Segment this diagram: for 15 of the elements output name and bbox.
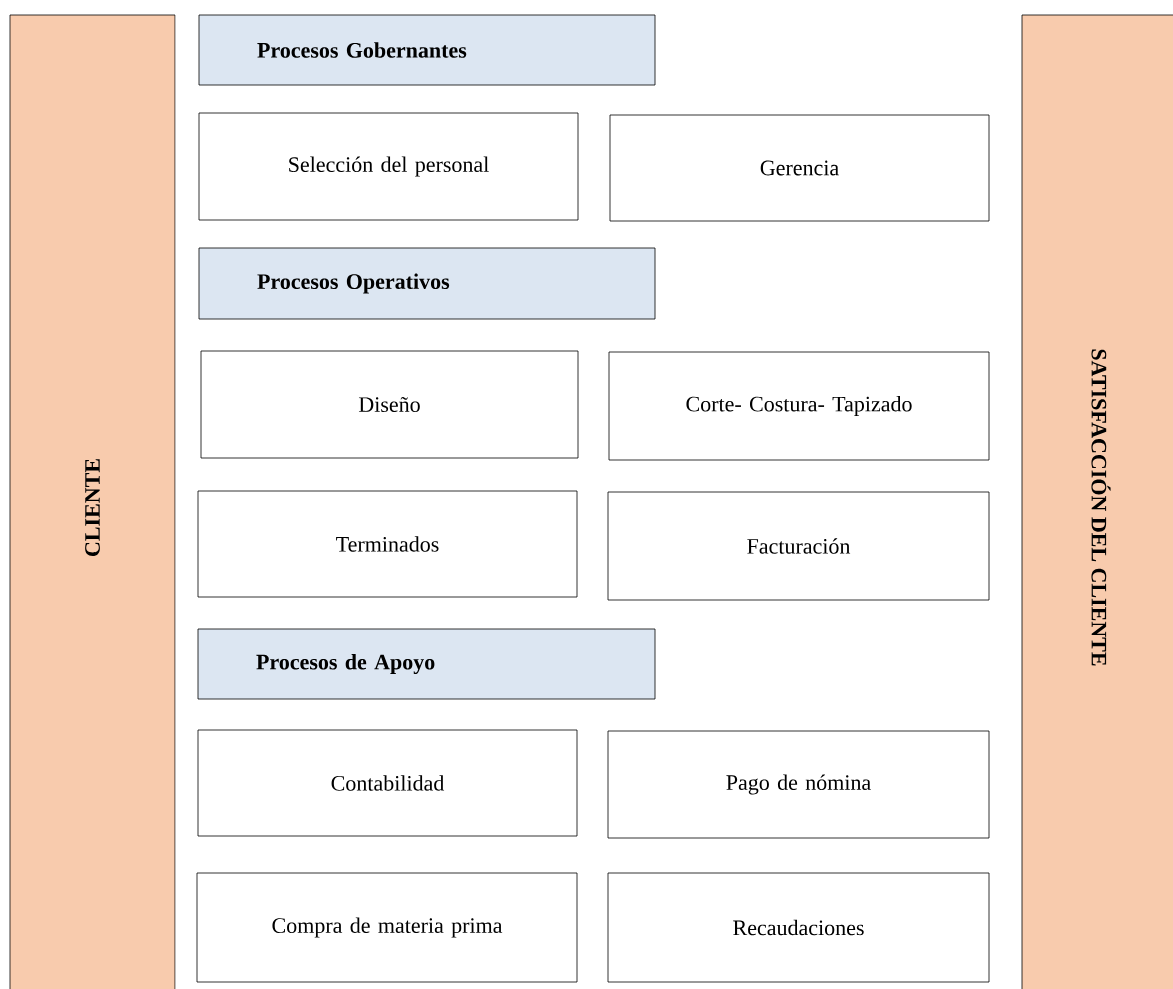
section-header: Procesos Gobernantes xyxy=(198,14,656,86)
process-box: Contabilidad xyxy=(197,729,578,837)
process-box: Diseño xyxy=(200,350,579,459)
process-box: Gerencia xyxy=(609,114,990,222)
process-box: Recaudaciones xyxy=(607,872,990,983)
process-box: Compra de materia prima xyxy=(196,872,578,983)
section-header: Procesos Operativos xyxy=(198,247,656,320)
section-header: Procesos de Apoyo xyxy=(197,628,656,700)
process-box: Pago de nómina xyxy=(607,730,990,839)
process-box: Selección del personal xyxy=(198,112,579,221)
process-box: Terminados xyxy=(197,490,578,598)
process-box: Corte- Costura- Tapizado xyxy=(608,351,990,461)
process-box: Facturación xyxy=(607,491,990,601)
side-band: CLIENTE xyxy=(9,14,176,989)
side-band: SATISFACCIÓN DEL CLIENTE xyxy=(1021,14,1173,989)
